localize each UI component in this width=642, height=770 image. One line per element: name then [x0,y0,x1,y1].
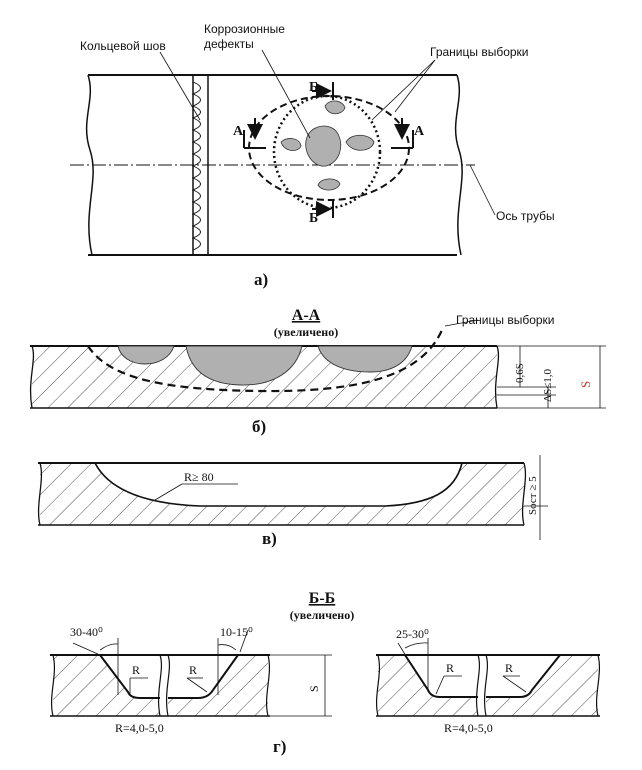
section-mark-b-top: Б [309,80,334,100]
groove-profile-left [50,629,271,717]
angle-1: 30-40⁰ [70,625,103,639]
section-mark-a-left: А [233,118,266,149]
svg-text:Б: Б [309,211,318,226]
corrosion-defects [280,100,375,191]
section-mark-b-bottom: Б [309,200,334,226]
dim-s-g: S [307,685,321,692]
figure-b-section-aa: А-А (увеличено) Границы выборки 0,6S ΔS≤… [29,307,606,436]
svg-text:А: А [414,124,425,139]
caption-v: в) [262,529,277,548]
label-axis: Ось трубы [496,209,555,223]
angle-2: 10-15⁰ [220,625,253,639]
label-defects-1: Коррозионные [204,22,285,36]
dim-06s: 0,6S [514,363,526,383]
section-mark-a-right: А [391,118,425,149]
figure-a-pipe-plan: А А Б Б Кольцевой шов Коррозионные дефек… [70,22,555,289]
svg-text:Б: Б [309,80,318,95]
label-bounds-a: Границы выборки [430,45,529,59]
title-bb: Б-Б [309,590,335,607]
dim-ds: ΔS≤1,0 [542,369,554,402]
figure-g-section-bb: Б-Б (увеличено) 30-40⁰ 10 [50,590,601,756]
label-defects-2: дефекты [204,37,254,51]
dimensions-b [497,345,606,409]
subtitle-aa: (увеличено) [274,325,338,339]
radius-2: R=4,0-5,0 [444,721,493,735]
r-label-3: R [446,661,454,675]
label-r80: R≥ 80 [184,470,214,484]
svg-text:А: А [233,124,244,139]
angle-3: 25-30⁰ [396,627,429,641]
dim-sost: Sост ≥ 5 [527,476,539,515]
radius-1: R=4,0-5,0 [115,721,164,735]
figure-v-smooth-cut: R≥ 80 Sост ≥ 5 в) [37,455,548,548]
label-bounds-b: Границы выборки [456,313,555,327]
dim-s-b: S [578,381,593,388]
label-weld: Кольцевой шов [80,39,166,53]
caption-b: б) [252,417,266,436]
subtitle-bb: (увеличено) [290,608,354,622]
caption-g: г) [273,737,286,756]
title-aa: А-А [292,307,321,324]
groove-profile-right [375,638,601,717]
r-label-1: R [132,663,140,677]
caption-a: а) [254,270,268,289]
r-label-2: R [189,663,197,677]
r-label-4: R [505,661,513,675]
